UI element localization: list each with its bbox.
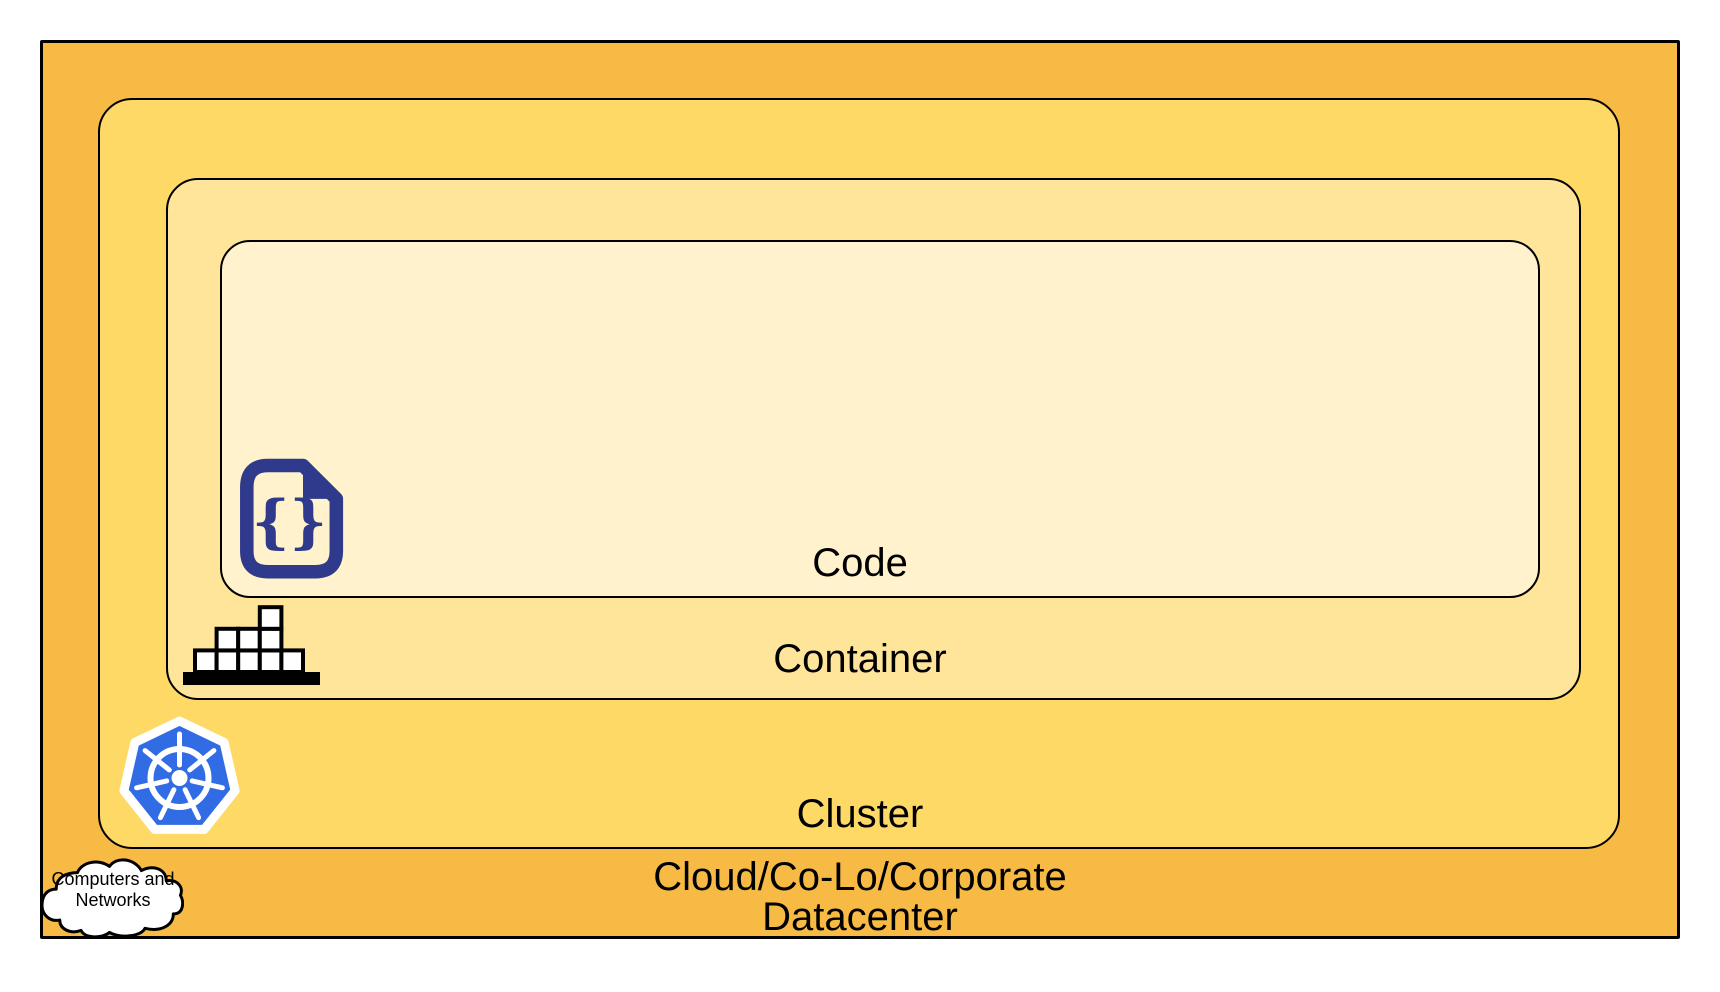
container-label: Container	[773, 637, 947, 681]
cloud-icon	[42, 852, 184, 940]
code-document-icon: {}	[240, 458, 344, 579]
datacenter-label: Cloud/Co-Lo/Corporate Datacenter	[40, 857, 1680, 937]
kubernetes-logo-icon	[119, 716, 240, 834]
code-layer-box	[220, 240, 1540, 598]
cloud-callout-line2: Networks	[75, 890, 151, 910]
datacenter-label-line1: Cloud/Co-Lo/Corporate	[653, 855, 1067, 899]
code-label: Code	[812, 541, 908, 585]
datacenter-label-line2: Datacenter	[762, 895, 958, 939]
braces-glyph: {}	[252, 487, 327, 556]
stacked-blocks-icon	[183, 605, 320, 685]
cloud-callout-text: Computers and Networks	[42, 869, 184, 911]
cluster-label: Cluster	[796, 792, 924, 836]
cloud-callout-line1: Computers and	[51, 869, 175, 889]
